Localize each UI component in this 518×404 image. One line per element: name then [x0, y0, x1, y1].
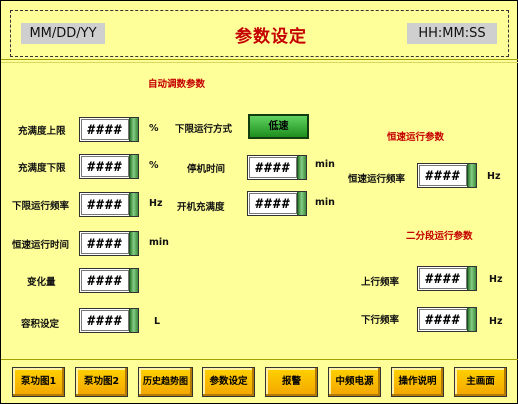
time-display: HH:MM:SS — [407, 23, 497, 44]
label-lower-run-freq: 下限运行频率 — [12, 201, 70, 212]
unit-stop-time: min — [315, 159, 335, 170]
input-down-freq[interactable]: #### — [417, 307, 477, 332]
input-restart-fill[interactable]: #### — [247, 191, 307, 216]
nav-pump-chart-1[interactable]: 泵功图1 — [12, 367, 65, 397]
section-title-constant-speed: 恒速运行参数 — [387, 132, 445, 143]
input-const-run-time[interactable]: #### — [79, 231, 139, 256]
input-delta[interactable]: #### — [79, 268, 139, 293]
unit-lower-run-freq: Hz — [149, 198, 163, 209]
nav-param-settings[interactable]: 参数设定 — [202, 367, 255, 397]
input-fill-lower[interactable]: #### — [79, 154, 139, 179]
label-fill-upper: 充满度上限 — [18, 126, 66, 137]
label-lower-run-mode: 下限运行方式 — [175, 124, 233, 135]
unit-restart-fill: min — [315, 197, 335, 208]
label-up-freq: 上行频率 — [361, 277, 400, 288]
nav-history-trend[interactable]: 历史趋势图 — [138, 367, 193, 397]
page-title: 参数设定 — [235, 27, 307, 47]
unit-const-run-freq: Hz — [487, 171, 501, 182]
label-stop-time: 停机时间 — [187, 164, 226, 175]
label-const-run-freq: 恒速运行频率 — [348, 174, 406, 185]
nav-mid-freq-power[interactable]: 中频电源 — [328, 367, 381, 397]
unit-fill-lower: % — [149, 160, 159, 171]
label-fill-lower: 充满度下限 — [18, 163, 66, 174]
unit-fill-upper: % — [149, 123, 159, 134]
unit-up-freq: Hz — [489, 274, 503, 285]
label-delta: 变化量 — [27, 277, 56, 288]
input-lower-run-freq[interactable]: #### — [79, 192, 139, 217]
unit-volume-setting: L — [154, 316, 161, 327]
section-title-two-stage: 二分段运行参数 — [406, 231, 473, 242]
low-speed-button[interactable]: 低速 — [248, 114, 309, 139]
input-stop-time[interactable]: #### — [247, 155, 307, 180]
date-display: MM/DD/YY — [21, 23, 105, 44]
section-title-auto: 自动调数参数 — [148, 79, 206, 90]
header-divider — [1, 59, 518, 60]
input-up-freq[interactable]: #### — [417, 266, 477, 291]
nav-manual[interactable]: 操作说明 — [391, 367, 444, 397]
unit-const-run-time: min — [149, 237, 169, 248]
nav-alarm[interactable]: 报警 — [265, 367, 318, 397]
input-fill-upper[interactable]: #### — [79, 117, 139, 142]
input-const-run-freq[interactable]: #### — [417, 163, 477, 188]
label-down-freq: 下行频率 — [361, 315, 400, 326]
input-volume-setting[interactable]: #### — [79, 308, 139, 333]
header-divider-shadow — [1, 62, 518, 63]
label-restart-fill: 开机充满度 — [177, 202, 225, 213]
header-bar: MM/DD/YY 参数设定 HH:MM:SS — [10, 10, 509, 57]
nav-pump-chart-2[interactable]: 泵功图2 — [75, 367, 128, 397]
label-volume-setting: 容积设定 — [21, 319, 60, 330]
footer-divider — [1, 359, 518, 360]
label-const-run-time: 恒速运行时间 — [12, 240, 70, 251]
unit-down-freq: Hz — [489, 316, 503, 327]
nav-main-screen[interactable]: 主画面 — [454, 367, 507, 397]
